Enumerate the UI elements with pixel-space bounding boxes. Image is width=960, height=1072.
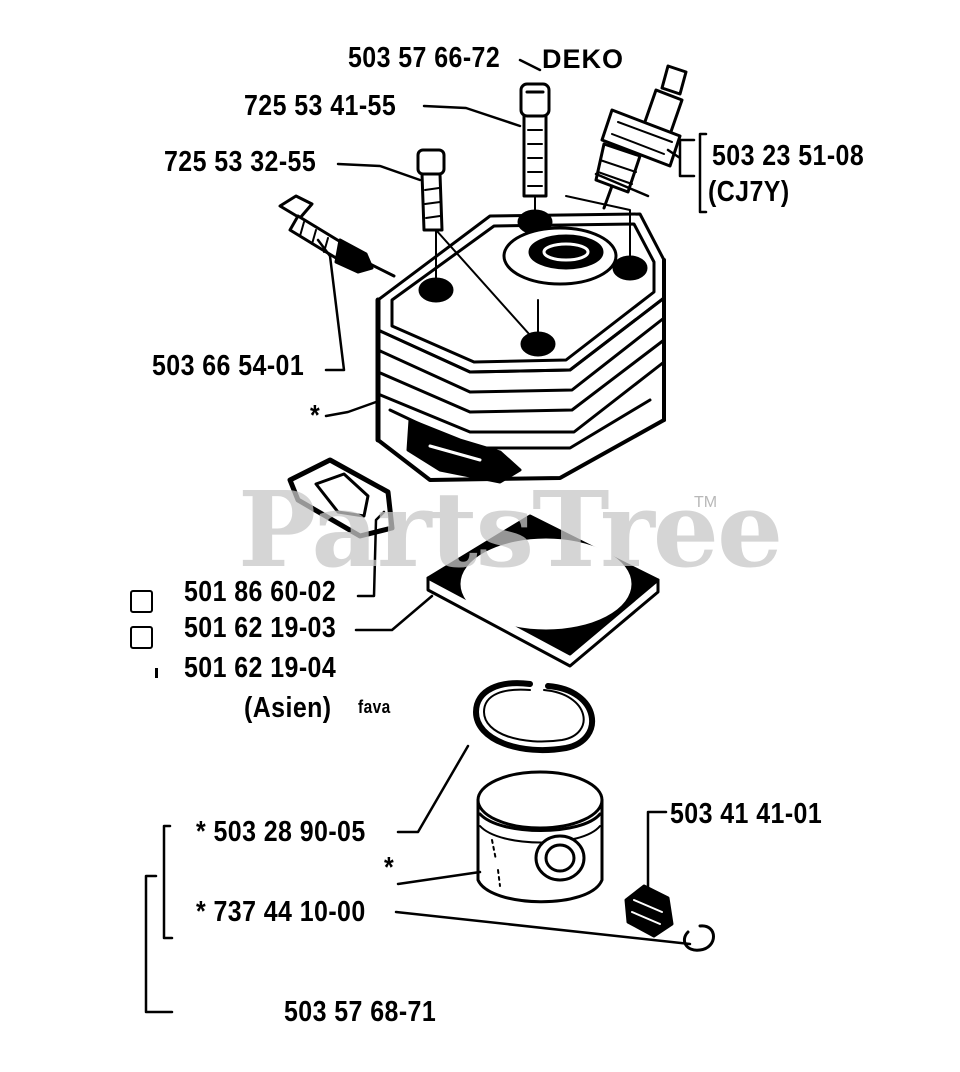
part-number-screw-c[interactable]: 725 53 32-55 — [164, 146, 317, 178]
part-number-gasket-asia[interactable]: 501 62 19-04 — [184, 652, 337, 684]
cylinder-screw-short-drawing — [416, 148, 446, 232]
part-number-needle-bearing[interactable]: 503 41 41-01 — [670, 798, 823, 830]
gasket-small-checkbox-icon — [130, 590, 153, 613]
part-number-gasket-large[interactable]: 501 62 19-03 — [184, 612, 337, 644]
part-number-gasket-small[interactable]: 501 86 60-02 — [184, 576, 337, 608]
part-number-screw-a[interactable]: 503 57 66-72 — [348, 42, 501, 74]
part-number-screw-b[interactable]: 725 53 41-55 — [244, 90, 397, 122]
spark-plug-type: (CJ7Y) — [708, 176, 790, 208]
trademark-symbol: TM — [694, 494, 718, 511]
piston-asterisk: * — [384, 852, 395, 884]
brand-label: DEKO — [542, 44, 625, 74]
piston-drawing — [476, 770, 604, 904]
leader-lines — [144, 58, 708, 1014]
watermark: PartsTree — [238, 468, 783, 591]
cylinder-asterisk: * — [310, 400, 321, 432]
part-number-spark-plug[interactable]: 503 23 51-08 — [712, 140, 865, 172]
exhaust-gasket-drawing — [287, 457, 395, 539]
asia-note: (Asien) — [244, 692, 332, 724]
piston-ring-drawing — [473, 680, 596, 754]
cylinder-drawing — [375, 195, 666, 484]
cylinder-base-gasket-drawing — [426, 514, 660, 668]
cylinder-screw-long-drawing — [519, 82, 551, 198]
decompression-valve-drawing — [278, 194, 396, 278]
circlip-drawing — [683, 924, 715, 952]
part-number-piston-kit[interactable]: 503 57 68-71 — [284, 996, 437, 1028]
part-number-piston-ring[interactable]: * 503 28 90-05 — [196, 816, 366, 848]
gasket-asia-marker-icon — [155, 668, 158, 678]
spark-plug-drawing — [594, 64, 688, 210]
part-number-decompression-valve[interactable]: 503 66 54-01 — [152, 350, 305, 382]
gasket-large-checkbox-icon — [130, 626, 153, 649]
needle-bearing-drawing — [624, 884, 674, 938]
asia-note-suffix: fava — [358, 697, 391, 717]
part-number-piston-pin[interactable]: * 737 44 10-00 — [196, 896, 366, 928]
